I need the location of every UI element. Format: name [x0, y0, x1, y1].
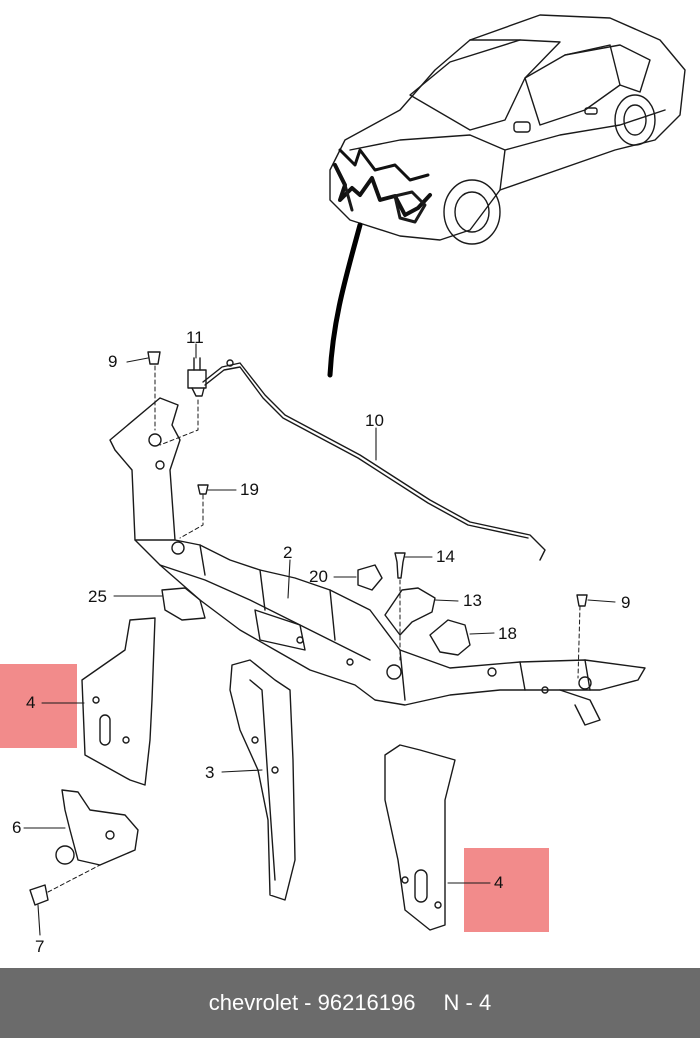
callout-dashed-lines [47, 365, 581, 893]
callout-13: 13 [463, 591, 482, 610]
callout-10: 10 [365, 411, 384, 430]
part-3-center-stay [229, 659, 296, 901]
part-13-bracket [384, 587, 436, 636]
callout-6: 6 [12, 818, 22, 837]
parts-diagram: 9 11 10 19 2 20 14 13 9 18 25 4 3 6 7 4 [0, 14, 686, 956]
callout-25: 25 [88, 587, 107, 606]
part-11-clip [187, 357, 207, 397]
part-25-bracket [161, 587, 206, 621]
callout-9-top: 9 [108, 352, 118, 371]
callout-4-right: 4 [494, 873, 504, 892]
part-18-bracket [429, 619, 471, 656]
callout-19: 19 [240, 480, 259, 499]
reference-text: N - 4 [443, 990, 492, 1015]
leader-pointer [327, 222, 363, 378]
hood-release-cable [202, 359, 546, 561]
radiator-support-crossmember [109, 397, 646, 726]
part-number-text: chevrolet - 96216196 [208, 990, 416, 1015]
callout-18: 18 [498, 624, 517, 643]
callout-11: 11 [186, 328, 204, 347]
callout-20: 20 [309, 567, 328, 586]
car-illustration [329, 14, 686, 245]
part-6-hood-latch [55, 789, 139, 866]
part-7-bolt [29, 884, 49, 906]
callout-14: 14 [436, 547, 455, 566]
part-20-clip [357, 564, 383, 591]
callout-leader-lines [23, 343, 616, 936]
callout-7: 7 [35, 937, 45, 956]
fastener-parts [147, 351, 588, 607]
callout-3: 3 [205, 763, 215, 782]
part-4-right-panel [384, 744, 456, 931]
callout-9-right: 9 [621, 593, 631, 612]
highlight-box-4-left [0, 664, 77, 748]
callout-2: 2 [283, 543, 293, 562]
callout-4-left: 4 [26, 693, 36, 712]
part-4-left-panel [81, 617, 156, 786]
footer-bar: chevrolet - 96216196 N - 4 [0, 968, 700, 1038]
highlight-box-4-right [464, 848, 549, 932]
